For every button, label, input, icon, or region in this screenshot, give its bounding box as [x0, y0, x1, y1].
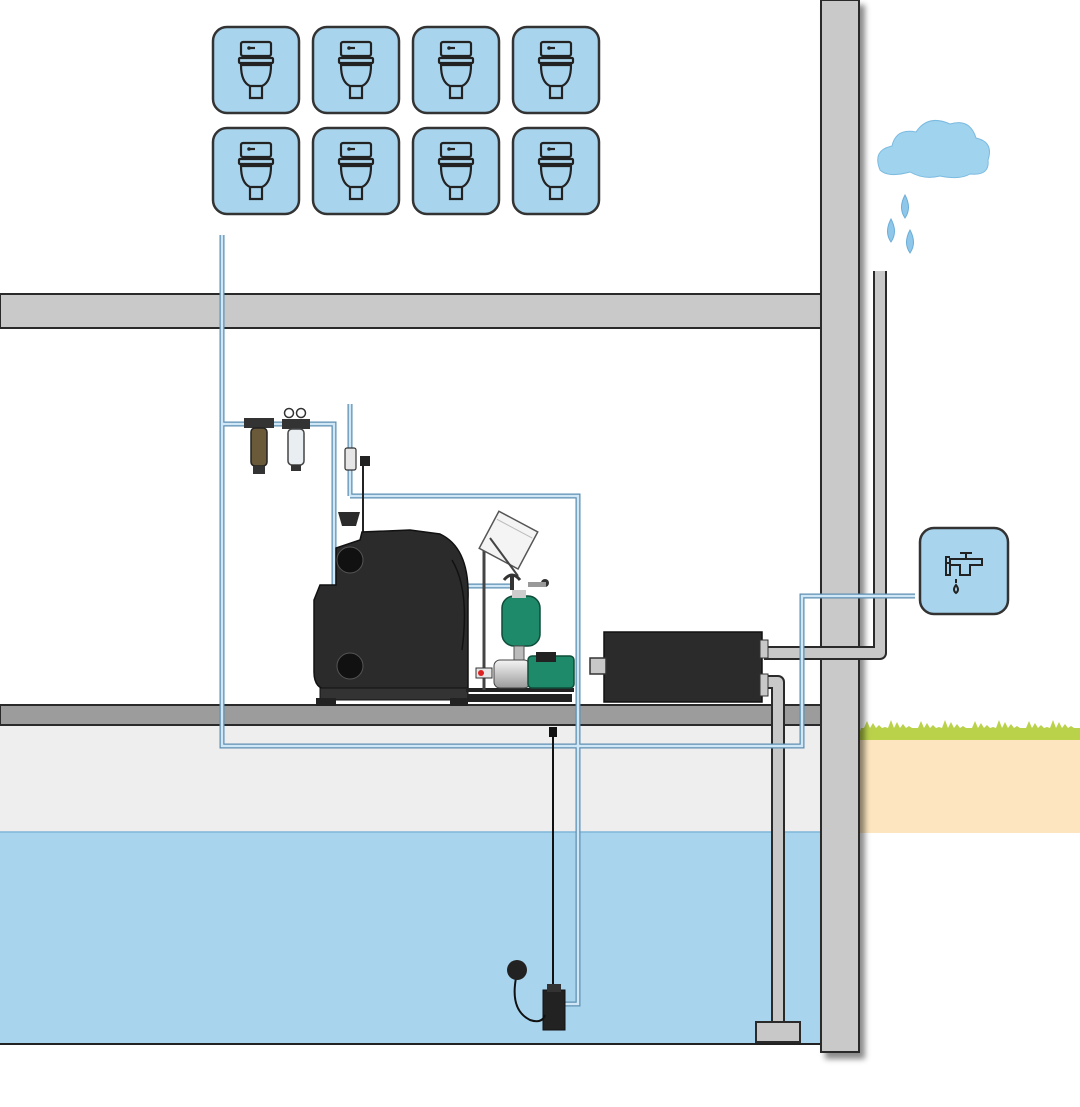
upper-floor-slab	[0, 293, 859, 329]
toilets-grid	[211, 25, 601, 216]
tap-icon	[945, 552, 983, 595]
rainwater-control-unit	[313, 512, 469, 706]
sediment-filter-clear	[282, 407, 310, 471]
calmed-inlet	[755, 1021, 801, 1043]
basement-floor-slab	[0, 704, 823, 726]
raindrop-icon	[887, 193, 914, 254]
float-switch	[507, 960, 546, 1023]
cloud-icon	[877, 119, 990, 179]
soil	[858, 735, 1080, 833]
tank-air-space	[0, 722, 822, 832]
control-box	[478, 510, 539, 571]
tank-inlet-pipe	[764, 677, 783, 1024]
toilet-tile	[511, 25, 601, 115]
toilet-tile	[211, 25, 301, 115]
toilet-tile	[211, 126, 301, 216]
toilet-tile	[411, 25, 501, 115]
sediment-filter-brown	[244, 418, 274, 474]
booster-pump	[475, 652, 575, 689]
grass	[858, 720, 1080, 740]
toilet-tile	[511, 126, 601, 216]
toilet-tile	[411, 126, 501, 216]
exterior-wall	[820, 0, 860, 1053]
garden-tap-tile	[918, 526, 1010, 616]
water-tank	[0, 832, 822, 1044]
inlet-filter-housing	[589, 631, 769, 703]
submersible-pump	[542, 727, 566, 1031]
pump-base-frame	[466, 540, 574, 702]
toilet-tile	[311, 126, 401, 216]
pressure-vessel	[501, 573, 549, 665]
toilet-tile	[311, 25, 401, 115]
